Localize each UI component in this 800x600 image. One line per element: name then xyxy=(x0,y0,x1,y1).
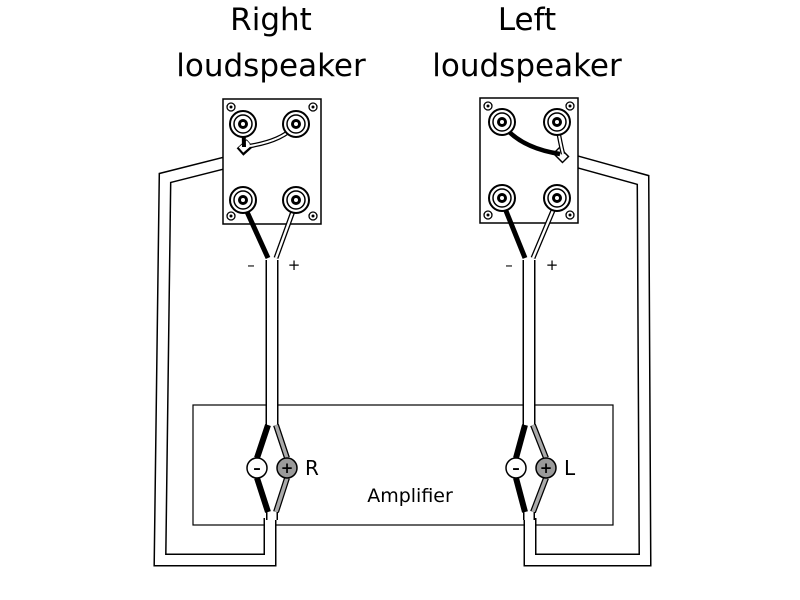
left-amp-minus-sign: – xyxy=(512,459,520,477)
left-amp-plus-sign: + xyxy=(540,459,553,477)
left-speaker-plus-label: + xyxy=(546,256,559,274)
left-upper-plus-terminal xyxy=(543,108,571,136)
right-speaker-plus-label: + xyxy=(288,256,301,274)
right-lower-minus-terminal xyxy=(229,186,257,214)
right-amp-minus-sign: – xyxy=(253,459,261,477)
right-amp-plus-terminal: + xyxy=(276,457,298,479)
left-speaker-minus-label: – xyxy=(505,256,513,274)
left-amp-wiring xyxy=(513,423,549,520)
right-speaker-title-line1: Right xyxy=(230,2,312,38)
left-amp-minus-terminal: – xyxy=(505,457,527,479)
left-amp-plus-terminal: + xyxy=(535,457,557,479)
amplifier-label: Amplifier xyxy=(367,485,453,507)
right-amp-minus-terminal: – xyxy=(246,457,268,479)
left-channel-label: L xyxy=(564,456,576,480)
right-channel-label: R xyxy=(305,456,319,480)
right-speaker-title-line2: loudspeaker xyxy=(176,48,366,84)
left-lower-minus-terminal xyxy=(488,184,516,212)
left-upper-minus-terminal xyxy=(488,108,516,136)
left-speaker-title-line2: loudspeaker xyxy=(432,48,622,84)
right-speaker-minus-label: – xyxy=(247,256,255,274)
right-upper-minus-terminal xyxy=(229,110,257,138)
left-upper-cable xyxy=(523,150,652,567)
right-lower-plus-terminal xyxy=(282,186,310,214)
right-amp-wiring xyxy=(254,424,290,520)
right-upper-cable xyxy=(153,150,277,567)
left-speaker-title-line1: Left xyxy=(498,2,556,38)
left-lower-plus-terminal xyxy=(543,184,571,212)
right-amp-plus-sign: + xyxy=(281,459,294,477)
right-upper-plus-terminal xyxy=(282,110,310,138)
